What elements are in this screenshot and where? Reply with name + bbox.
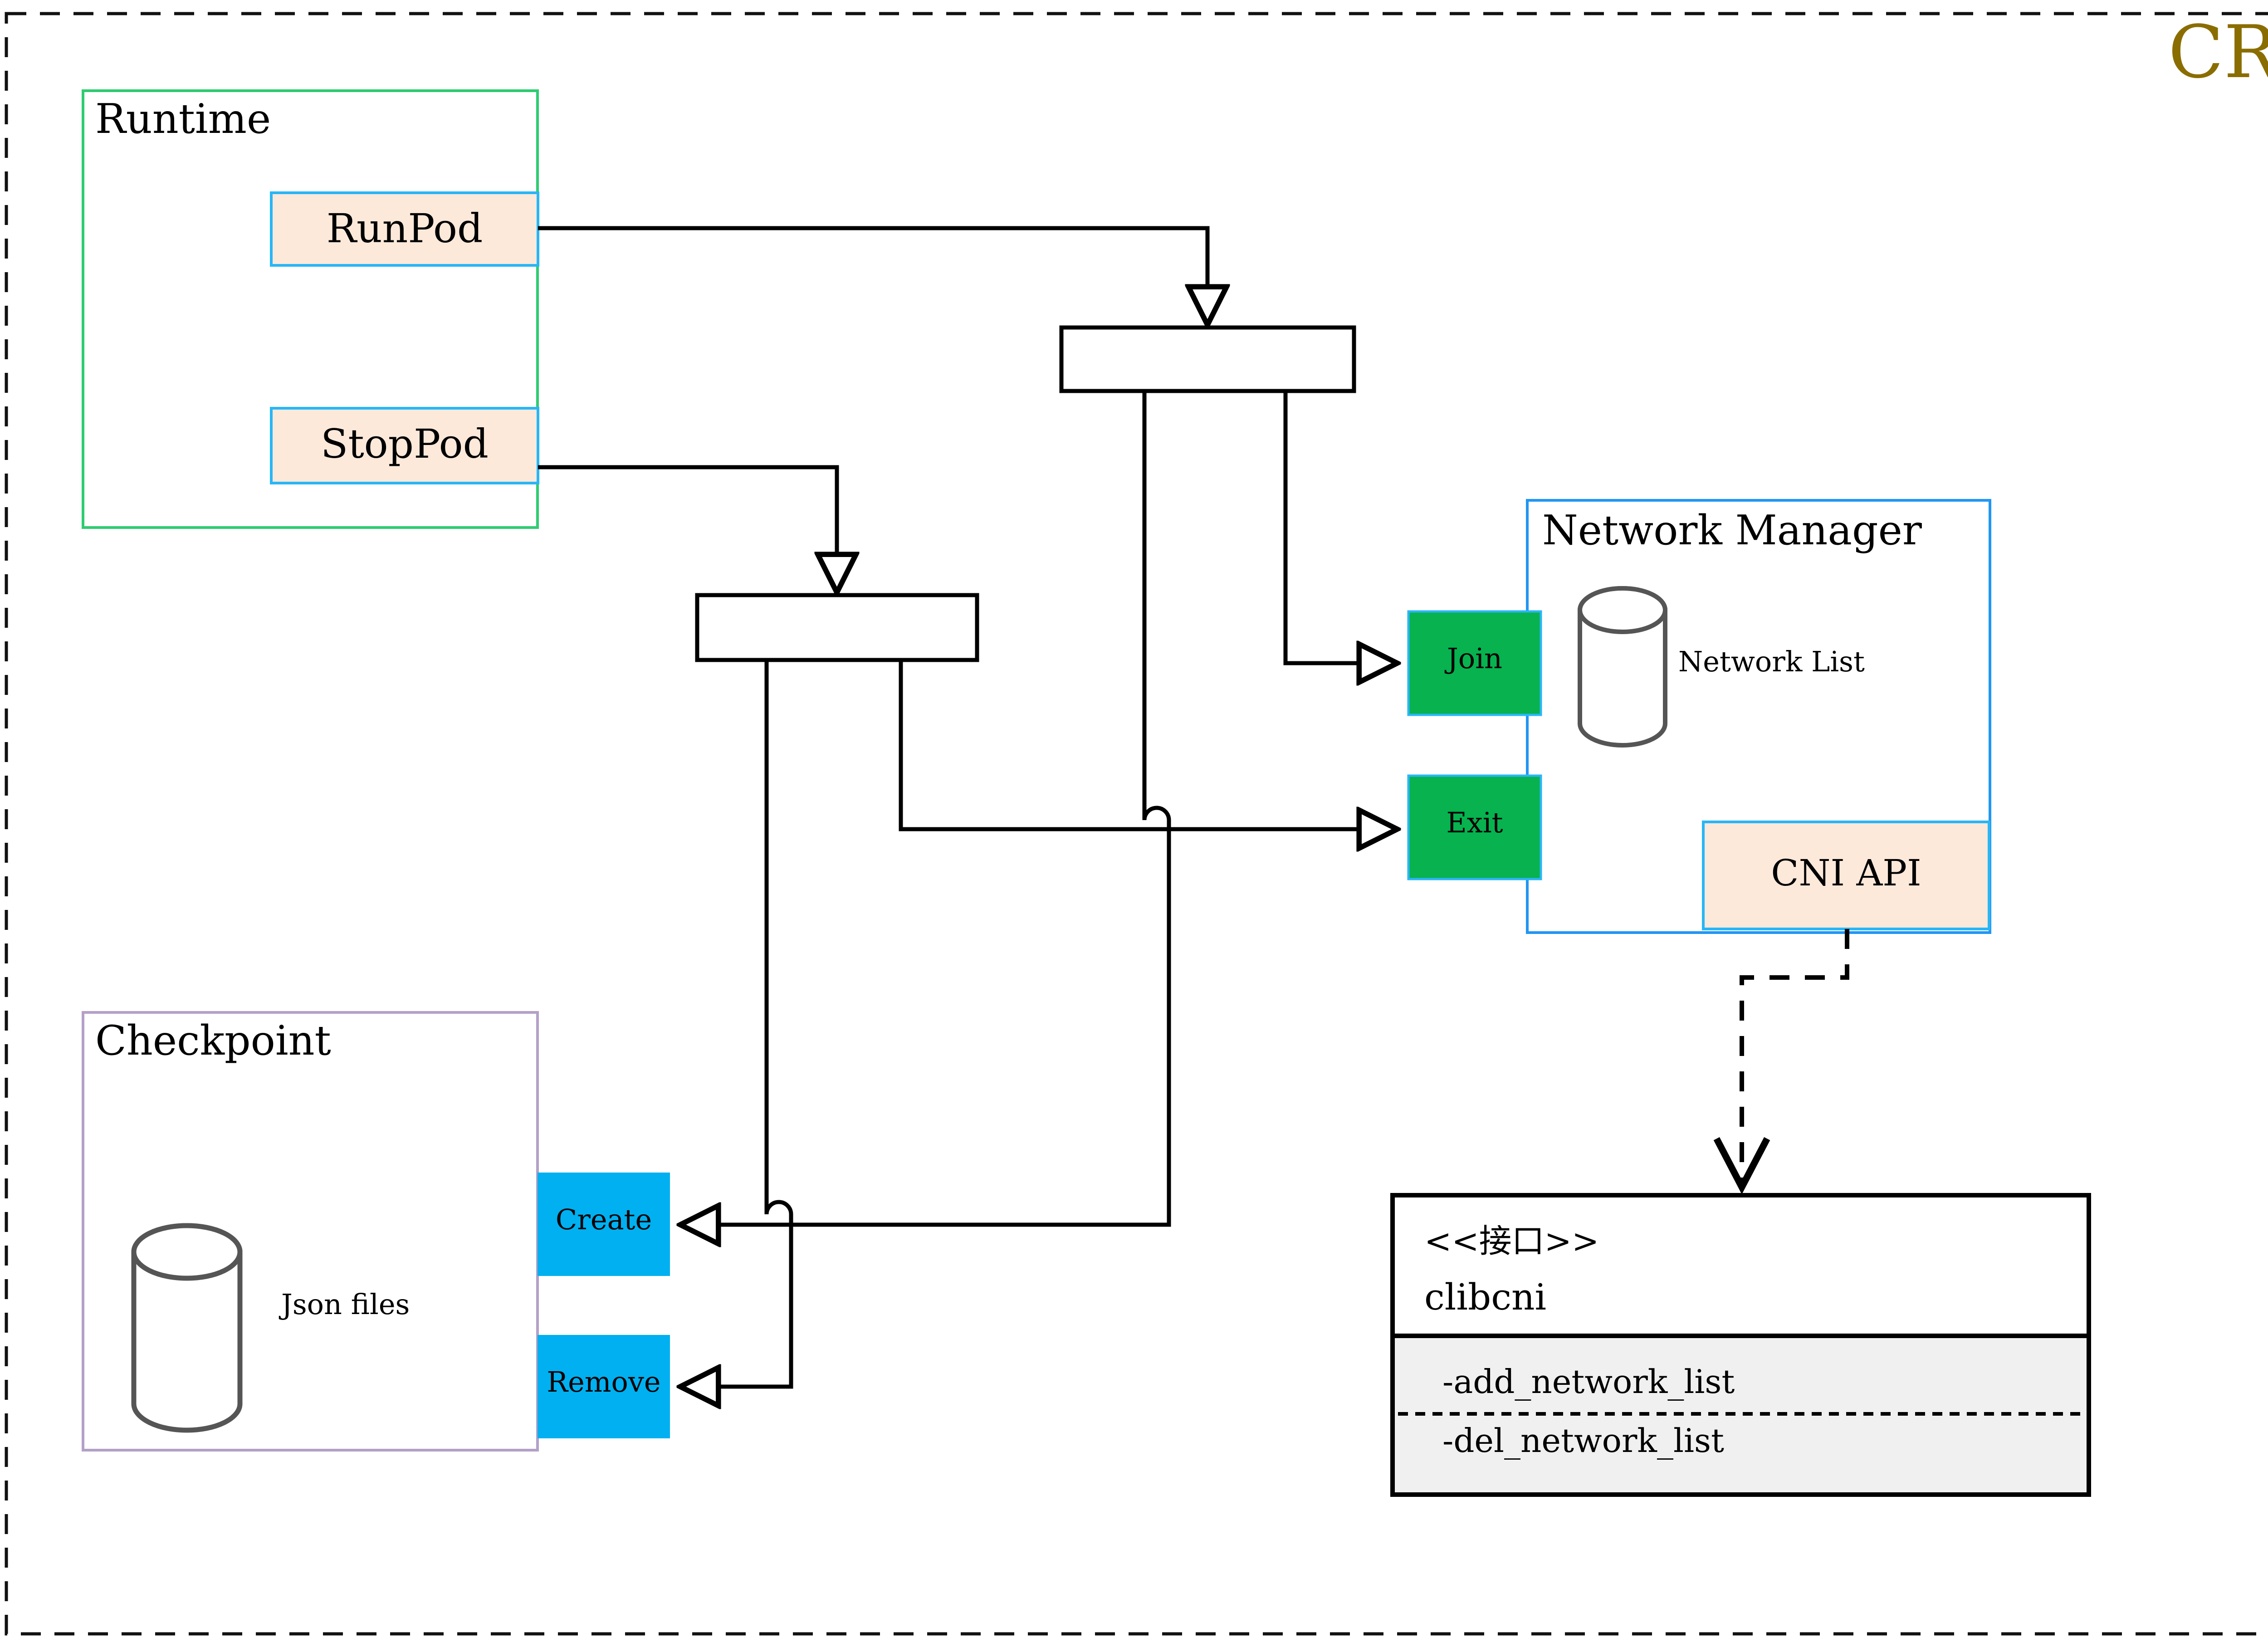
exit-label[interactable]: Exit [1446, 806, 1503, 839]
edge-junction-left-to-remove [679, 660, 793, 1387]
clibcni-methods-section [1395, 1336, 2087, 1492]
edge-junction-left-to-exit [899, 660, 1398, 829]
stoppod-box [270, 407, 539, 484]
edge-junction-top-to-create [679, 391, 1171, 1225]
junction-box-left [695, 593, 979, 662]
runpod-label[interactable]: RunPod [326, 205, 483, 252]
network-list-cylinder-icon [1578, 586, 1667, 748]
outer-frame [5, 12, 2268, 1636]
cni-api-box [1702, 821, 1990, 930]
checkpoint-group-label: Checkpoint [95, 1017, 331, 1065]
edge-stoppod-to-junction-left [538, 465, 837, 593]
join-label[interactable]: Join [1447, 642, 1502, 675]
edge-cniapi-to-clibcni [1742, 929, 1849, 1188]
junction-box-top [1059, 325, 1356, 393]
create-box [538, 1173, 670, 1276]
join-box [1407, 610, 1542, 716]
clibcni-method-del: -del_network_list [1442, 1422, 1724, 1460]
network-manager-group-label: Network Manager [1542, 507, 1922, 554]
clibcni-name: clibcni [1424, 1276, 1547, 1318]
diagram-title: CRI [2168, 10, 2268, 94]
exit-box [1407, 774, 1542, 880]
clibcni-method-add: -add_network_list [1442, 1363, 1735, 1401]
clibcni-stereotype: <<接口>> [1424, 1222, 1599, 1260]
network-list-label: Network List [1678, 645, 1865, 678]
runpod-box [270, 191, 539, 267]
remove-box [538, 1335, 670, 1438]
json-files-cylinder-icon [131, 1223, 243, 1433]
cni-api-label[interactable]: CNI API [1771, 852, 1921, 894]
create-label[interactable]: Create [555, 1203, 652, 1236]
remove-label[interactable]: Remove [547, 1365, 661, 1398]
json-files-label: Json files [281, 1288, 410, 1321]
edge-runpod-to-junction-top [538, 226, 1207, 326]
runtime-group-label: Runtime [95, 95, 271, 143]
edge-junction-top-to-join [1283, 391, 1398, 663]
stoppod-label[interactable]: StopPod [321, 420, 489, 467]
